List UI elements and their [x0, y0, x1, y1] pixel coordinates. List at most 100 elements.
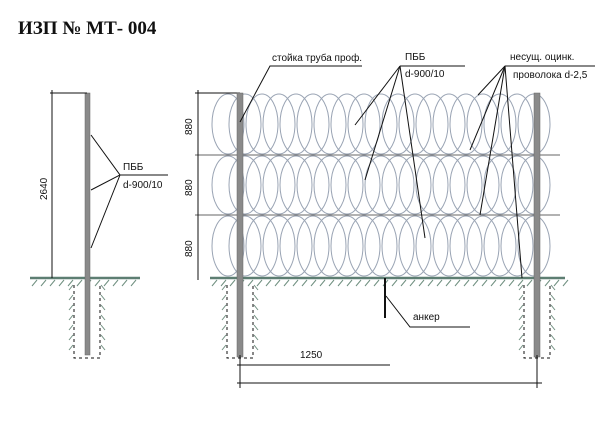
coil-loop — [500, 215, 534, 277]
coil-loop — [245, 215, 279, 277]
coil-loop — [381, 215, 415, 277]
hatch-mark — [220, 279, 227, 287]
hatch-mark — [319, 279, 326, 287]
coil-loop — [466, 215, 500, 277]
coil-loop — [228, 215, 262, 277]
hatch-mark — [553, 279, 560, 287]
soil-mark — [518, 284, 524, 291]
coil-loop — [381, 93, 415, 155]
coil-loop — [245, 155, 279, 215]
coil-loop — [483, 155, 517, 215]
soil-mark — [550, 304, 556, 311]
hatch-mark — [229, 279, 236, 287]
coil-loop — [211, 215, 245, 277]
hatch-mark — [544, 279, 551, 287]
coil-loop — [347, 155, 381, 215]
soil-mark — [68, 334, 74, 341]
hatch-mark — [274, 279, 281, 287]
soil-mark — [100, 304, 106, 311]
coil-loop — [347, 93, 381, 155]
soil-mark — [68, 284, 74, 291]
coil-label-diameter: d-900/10 — [405, 69, 445, 80]
soil-mark — [518, 334, 524, 341]
hatch-mark — [76, 279, 83, 287]
soil-mark — [100, 324, 106, 331]
hatch-mark — [94, 279, 101, 287]
coil-loop — [347, 215, 381, 277]
coil-loop — [432, 215, 466, 277]
coil-loop — [296, 93, 330, 155]
soil-mark — [518, 304, 524, 311]
hatch-mark — [211, 279, 218, 287]
coil-loop — [262, 155, 296, 215]
soil-mark — [68, 314, 74, 321]
coil-loop — [330, 93, 364, 155]
hatch-mark — [31, 279, 38, 287]
hatch-mark — [337, 279, 344, 287]
foundations — [221, 284, 556, 359]
wire-label-line1: несущ. оцинк. — [510, 52, 574, 63]
hatch-mark — [355, 279, 362, 287]
soil-mark — [253, 284, 259, 291]
coil-loop — [500, 93, 534, 155]
hatch-mark — [364, 279, 371, 287]
coil-loop — [415, 93, 449, 155]
hatch-mark — [373, 279, 380, 287]
coil-loop — [449, 93, 483, 155]
razor-wire-coils — [211, 93, 551, 277]
hatch-mark — [346, 279, 353, 287]
soil-mark — [68, 294, 74, 301]
coil-loop — [330, 215, 364, 277]
coil-loop — [398, 155, 432, 215]
soil-mark — [253, 324, 259, 331]
hatch-mark — [409, 279, 416, 287]
hatch-mark — [562, 279, 569, 287]
hatch-mark — [454, 279, 461, 287]
coil-loop — [228, 93, 262, 155]
foundation-outline — [73, 285, 101, 359]
coil-loop — [398, 215, 432, 277]
hatch-mark — [517, 279, 524, 287]
hatch-mark — [103, 279, 110, 287]
soil-mark — [221, 294, 227, 301]
coil-loop — [398, 93, 432, 155]
row-dim-1: 880 — [184, 118, 195, 135]
hatch-mark — [121, 279, 128, 287]
coil-loop — [279, 155, 313, 215]
soil-mark — [253, 334, 259, 341]
post-right — [533, 92, 541, 358]
hatch-mark — [49, 279, 56, 287]
hatch-mark — [130, 279, 137, 287]
soil-mark — [550, 294, 556, 301]
hatch-mark — [265, 279, 272, 287]
soil-mark — [518, 314, 524, 321]
coil-loop — [415, 215, 449, 277]
coil-loop — [262, 93, 296, 155]
soil-mark — [550, 324, 556, 331]
coil-loop — [296, 215, 330, 277]
hatch-mark — [463, 279, 470, 287]
coil-loop — [313, 93, 347, 155]
hatch-mark — [508, 279, 515, 287]
span-dim: 1250 — [300, 350, 323, 361]
coil-loop — [483, 215, 517, 277]
hatch-mark — [400, 279, 407, 287]
post — [84, 92, 91, 356]
hatch-mark — [436, 279, 443, 287]
hatch-mark — [310, 279, 317, 287]
coil-loop — [466, 93, 500, 155]
coil-loop — [245, 93, 279, 155]
ground-hatch — [31, 279, 137, 287]
hatch-mark — [283, 279, 290, 287]
coil-loop — [313, 155, 347, 215]
hatch-mark — [391, 279, 398, 287]
coil-loop — [381, 155, 415, 215]
side-label-diameter: d-900/10 — [123, 180, 163, 191]
soil-mark — [221, 304, 227, 311]
hatch-mark — [67, 279, 74, 287]
hatch-mark — [247, 279, 254, 287]
side-label-pbb: ПББ — [123, 162, 144, 173]
soil-mark — [68, 344, 74, 351]
soil-mark — [221, 344, 227, 351]
